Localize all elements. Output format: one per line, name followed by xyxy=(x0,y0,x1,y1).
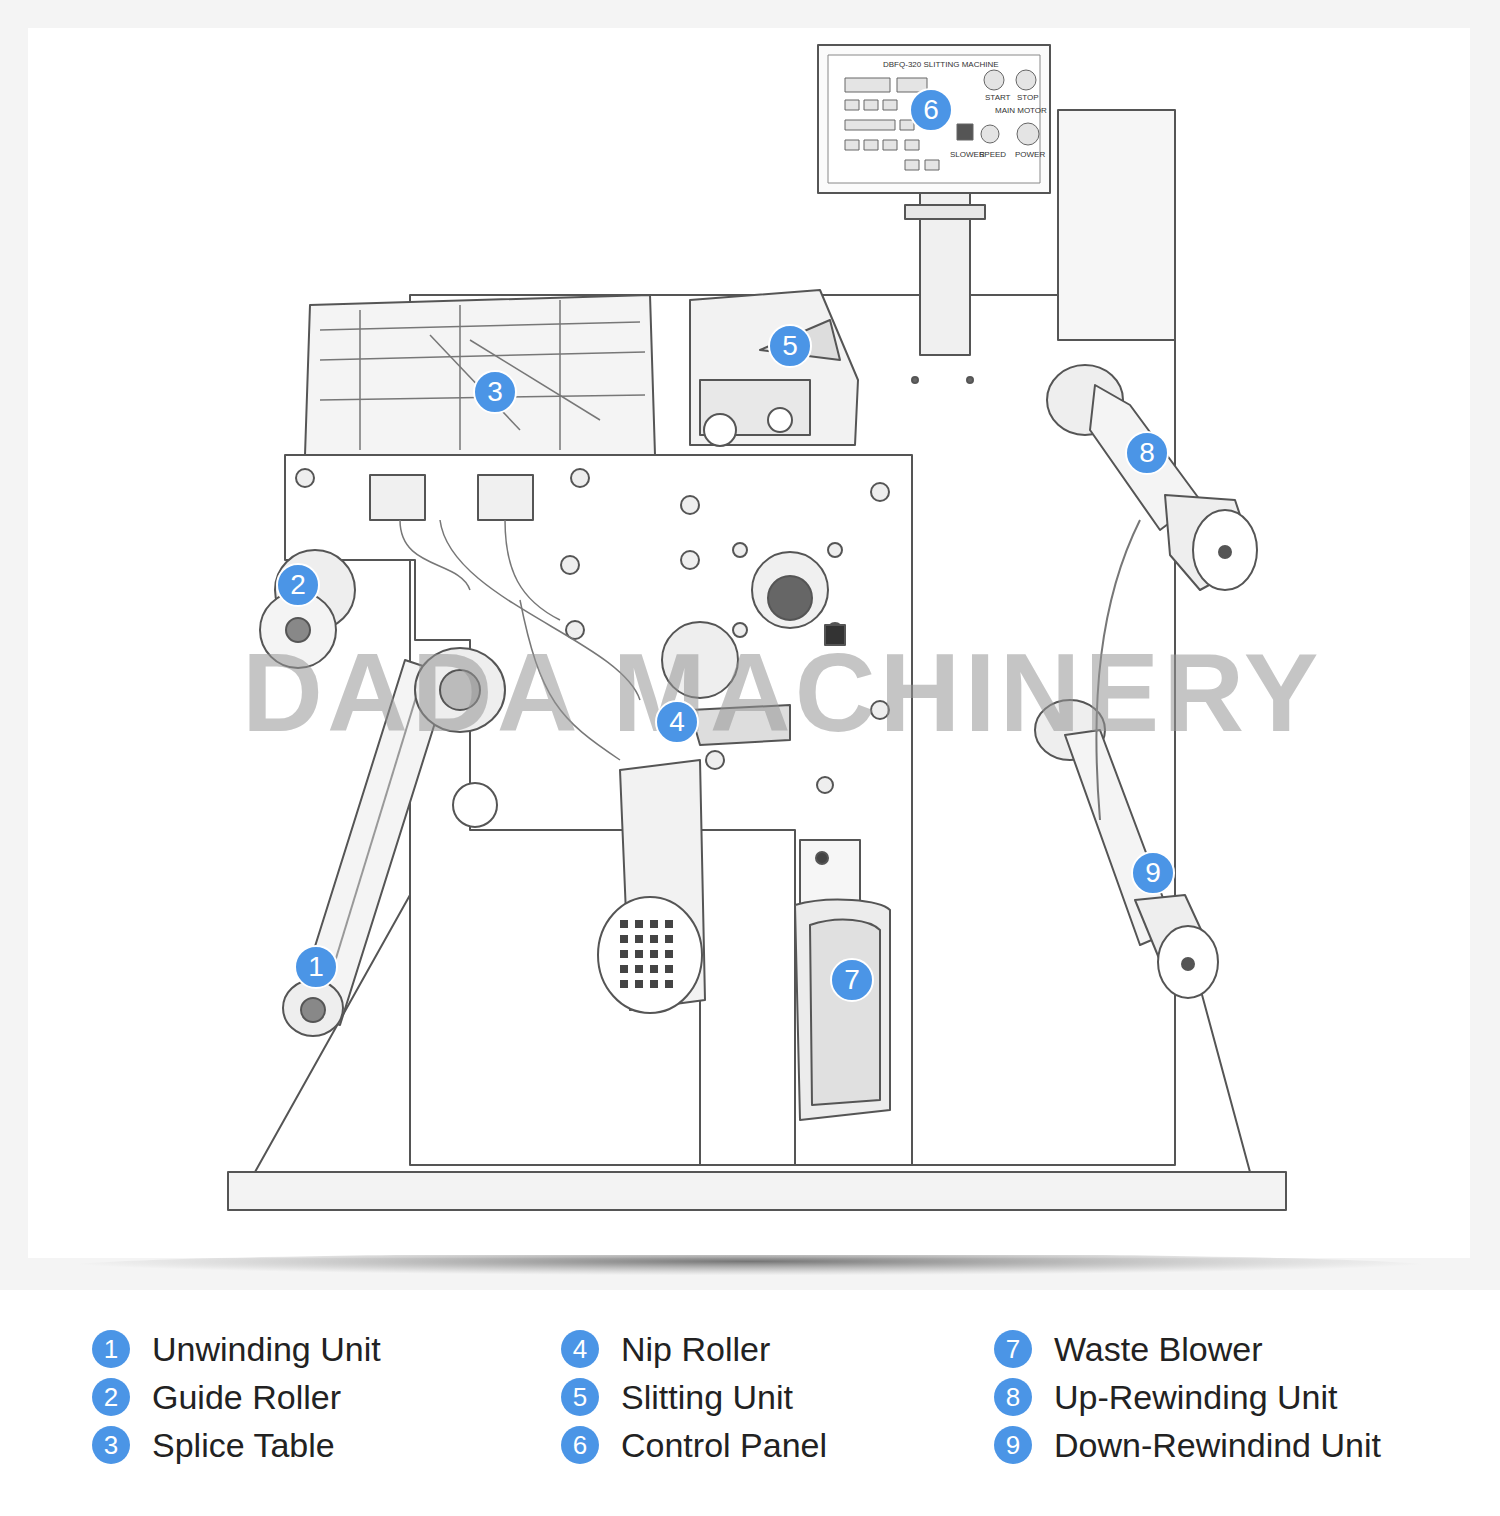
panel-button-label: START xyxy=(985,93,1010,102)
legend-item: 5 Slitting Unit xyxy=(561,1378,793,1417)
panel-button-label: STOP xyxy=(1017,93,1039,102)
legend-item: 8 Up-Rewinding Unit xyxy=(994,1378,1337,1417)
callout-number: 4 xyxy=(655,700,699,744)
callout-number: 6 xyxy=(909,88,953,132)
callout-number: 2 xyxy=(276,563,320,607)
part-name: Nip Roller xyxy=(621,1330,770,1369)
callout-text: 1 xyxy=(308,951,324,982)
legend-item: 1 Unwinding Unit xyxy=(92,1330,381,1369)
callout-text: 8 xyxy=(1139,437,1155,468)
legend-item: 2 Guide Roller xyxy=(92,1378,341,1417)
part-name: Slitting Unit xyxy=(621,1378,793,1417)
callout-text: 3 xyxy=(487,376,503,407)
callout-text: 4 xyxy=(669,706,685,737)
panel-knob-label: SPEED xyxy=(979,150,1006,159)
callout-text: 7 xyxy=(844,964,860,995)
part-name: Unwinding Unit xyxy=(152,1330,381,1369)
callout-number: 8 xyxy=(1125,431,1169,475)
callout-text: 9 xyxy=(1145,857,1161,888)
legend-number: 8 xyxy=(994,1378,1032,1416)
legend-number: 9 xyxy=(994,1426,1032,1464)
part-name: Waste Blower xyxy=(1054,1330,1262,1369)
legend-number: 5 xyxy=(561,1378,599,1416)
legend-number: 1 xyxy=(92,1330,130,1368)
legend-number: 7 xyxy=(994,1330,1032,1368)
watermark: DADA MACHINERY xyxy=(242,628,1323,757)
legend-number: 6 xyxy=(561,1426,599,1464)
part-name: Splice Table xyxy=(152,1426,335,1465)
callout-number: 5 xyxy=(768,324,812,368)
part-name: Control Panel xyxy=(621,1426,827,1465)
legend-item: 9 Down-Rewindind Unit xyxy=(994,1426,1381,1465)
part-name: Guide Roller xyxy=(152,1378,341,1417)
part-name: Up-Rewinding Unit xyxy=(1054,1378,1337,1417)
legend-number: 3 xyxy=(92,1426,130,1464)
callout-number: 1 xyxy=(294,945,338,989)
part-name: Down-Rewindind Unit xyxy=(1054,1426,1381,1465)
legend-number: 2 xyxy=(92,1378,130,1416)
card-shadow xyxy=(60,1255,1440,1295)
panel-knob-label: POWER xyxy=(1015,150,1045,159)
panel-group-label: MAIN MOTOR xyxy=(995,106,1047,115)
callout-text: 5 xyxy=(782,330,798,361)
legend-item: 7 Waste Blower xyxy=(994,1330,1262,1369)
callout-text: 2 xyxy=(290,569,306,600)
callout-number: 9 xyxy=(1131,851,1175,895)
legend-item: 6 Control Panel xyxy=(561,1426,827,1465)
legend-item: 3 Splice Table xyxy=(92,1426,335,1465)
callout-number: 3 xyxy=(473,370,517,414)
callout-number: 7 xyxy=(830,958,874,1002)
panel-title: DBFQ-320 SLITTING MACHINE xyxy=(883,60,999,69)
legend-item: 4 Nip Roller xyxy=(561,1330,770,1369)
callout-text: 6 xyxy=(923,94,939,125)
legend-number: 4 xyxy=(561,1330,599,1368)
